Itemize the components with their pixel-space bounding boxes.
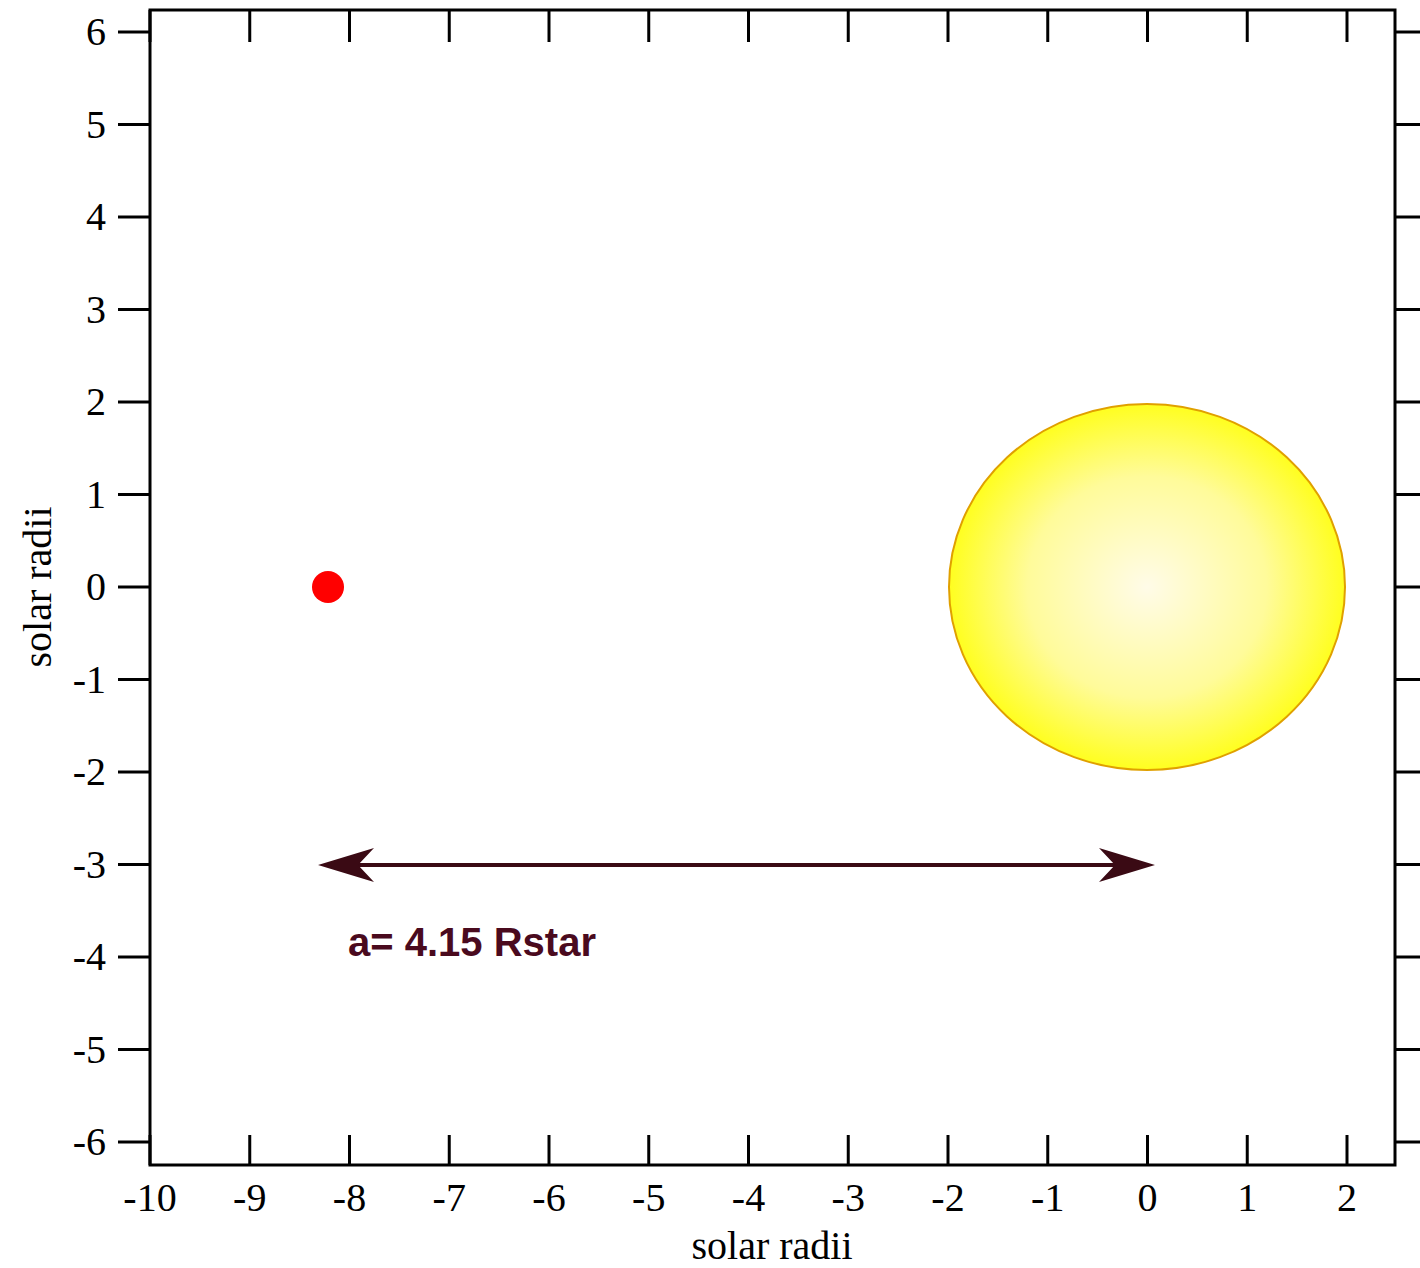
separation-label: a= 4.15 Rstar <box>348 922 596 962</box>
x-tick-label: -8 <box>333 1178 366 1218</box>
separation-arrow <box>318 848 1155 882</box>
y-tick-label: 2 <box>86 382 106 422</box>
y-tick-label: -6 <box>73 1122 106 1162</box>
axis-ticks <box>118 10 1420 1165</box>
y-tick-label: 4 <box>86 197 106 237</box>
star-disc <box>949 404 1345 770</box>
y-tick-label: -5 <box>73 1030 106 1070</box>
planet-dot <box>312 571 344 603</box>
y-tick-label: -1 <box>73 660 106 700</box>
x-tick-label: -9 <box>233 1178 266 1218</box>
y-tick-label: -3 <box>73 845 106 885</box>
x-tick-label: -5 <box>632 1178 665 1218</box>
x-tick-label: 0 <box>1138 1178 1158 1218</box>
x-tick-label: -10 <box>123 1178 176 1218</box>
x-tick-label: -2 <box>931 1178 964 1218</box>
plot-frame <box>150 10 1395 1165</box>
y-tick-label: 6 <box>86 12 106 52</box>
y-tick-label: -4 <box>73 937 106 977</box>
y-tick-label: 0 <box>86 567 106 607</box>
x-tick-label: -1 <box>1031 1178 1064 1218</box>
x-tick-label: -4 <box>732 1178 765 1218</box>
x-tick-label: -6 <box>532 1178 565 1218</box>
y-tick-label: -2 <box>73 752 106 792</box>
y-tick-label: 3 <box>86 290 106 330</box>
y-tick-label: 1 <box>86 475 106 515</box>
x-tick-label: 1 <box>1237 1178 1257 1218</box>
x-tick-label: -7 <box>433 1178 466 1218</box>
x-axis-title: solar radii <box>691 1226 852 1266</box>
x-tick-label: -3 <box>832 1178 865 1218</box>
x-tick-label: 2 <box>1337 1178 1357 1218</box>
y-tick-label: 5 <box>86 105 106 145</box>
y-axis-title: solar radii <box>18 506 58 667</box>
